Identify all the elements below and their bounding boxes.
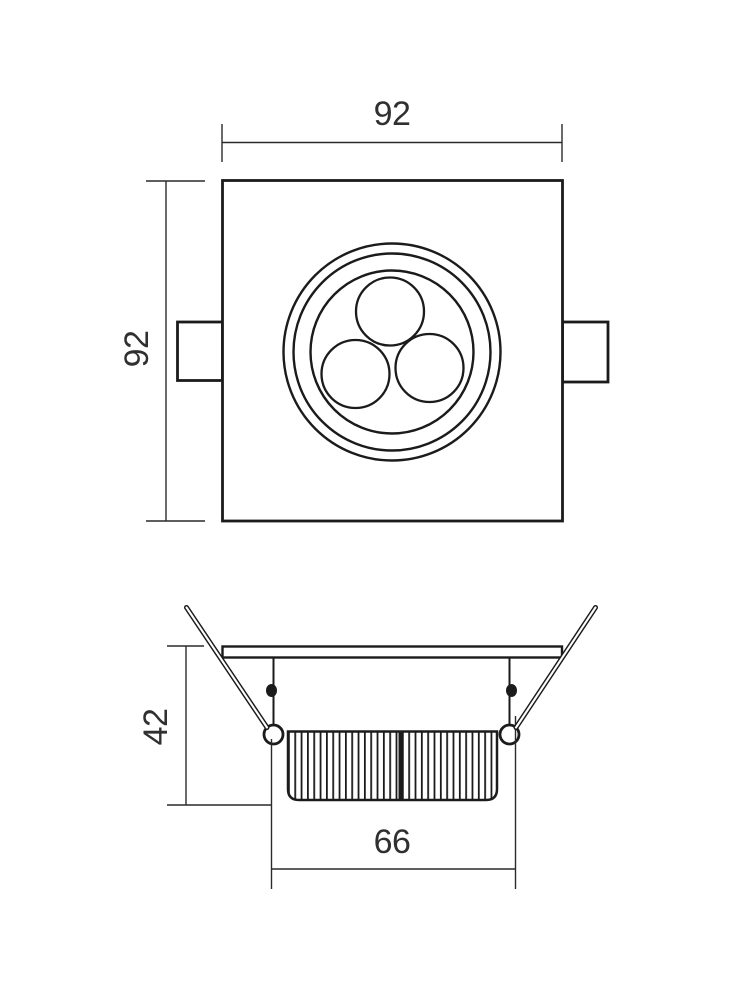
dimension-top-width: 92 <box>221 95 563 162</box>
heatsink-fins <box>286 730 499 802</box>
bezel-square <box>221 179 564 523</box>
dim-left-height-label: 92 <box>118 331 156 368</box>
retention-clip-left <box>266 684 277 697</box>
dim-top-width-label: 92 <box>374 95 411 133</box>
mounting-tab-left <box>176 320 224 382</box>
spring-arm-core <box>514 606 597 729</box>
dimension-depth: 42 <box>137 645 272 806</box>
led-lens-bottom-right <box>394 332 465 404</box>
retention-clip-right <box>506 684 517 697</box>
dimension-cutout: 66 <box>271 823 516 870</box>
spring-arm-right <box>513 605 598 730</box>
trim-ring-middle <box>292 252 492 452</box>
spring-arm-core <box>185 606 269 729</box>
led-lens-top <box>354 276 426 347</box>
trim-ring-inner <box>309 269 475 435</box>
led-lens-bottom-left <box>320 338 391 410</box>
top-view: 92 92 <box>118 95 610 523</box>
heatsink-center-rib <box>398 731 403 800</box>
dimension-left-height: 92 <box>118 180 205 522</box>
front-view: 42 66 <box>137 605 598 889</box>
flange-plate <box>221 645 564 659</box>
dim-depth-label: 42 <box>137 709 175 746</box>
heatsink <box>286 730 499 802</box>
spring-pivot-right <box>498 723 521 746</box>
dim-cutout-label: 66 <box>374 823 411 861</box>
spring-pivot-left <box>262 723 285 746</box>
spring-arm-left <box>184 605 270 730</box>
trim-ring-outer <box>282 242 502 462</box>
mounting-tab-right <box>561 320 610 384</box>
